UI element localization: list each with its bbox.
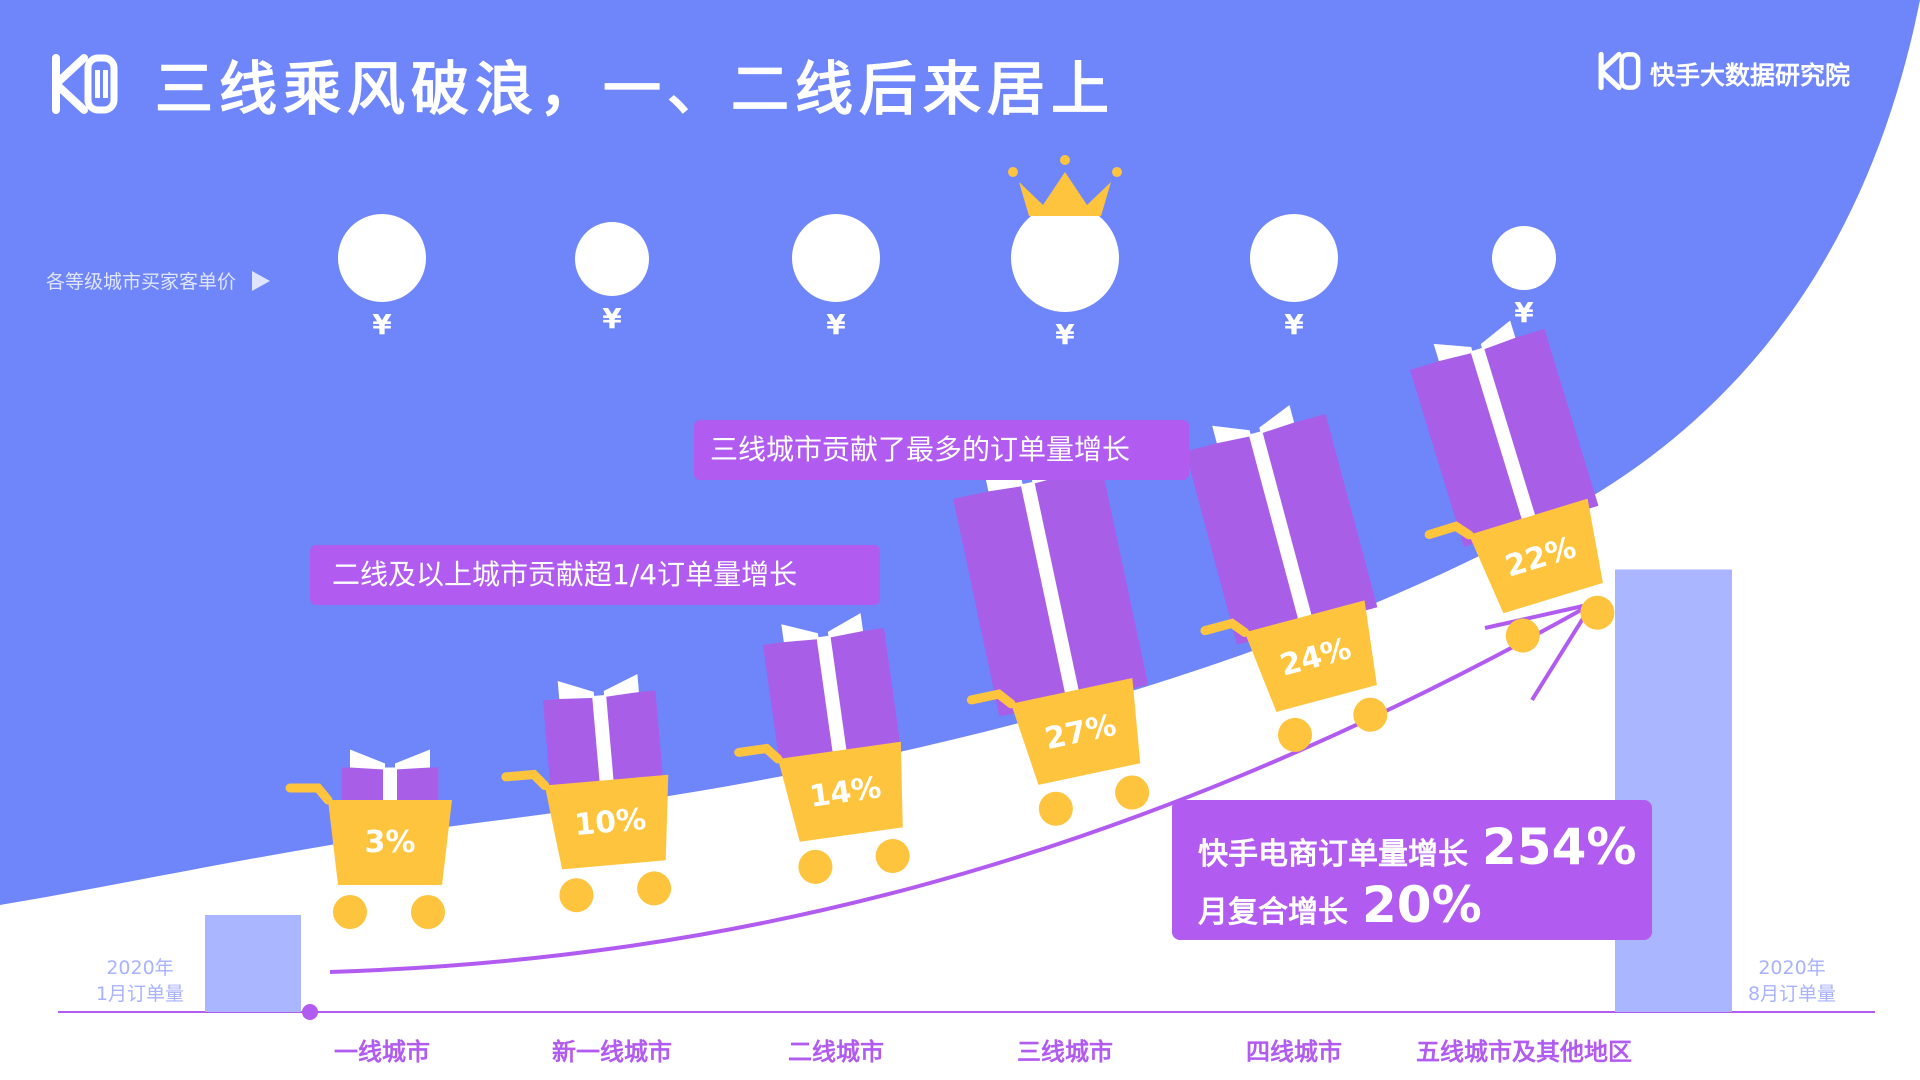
cart-wheel [333,895,367,929]
share-label: 10% [573,802,648,843]
cart-wheel [875,839,910,874]
callout-second-tier: 二线及以上城市贡献超1/4订单量增长 [310,545,880,605]
gift-ribbon [1470,347,1538,529]
end-bar-year: 2020年 [1758,957,1826,979]
price-balloon [1492,226,1556,290]
brand-name: 快手大数据研究院 [1650,61,1851,90]
monthly-label: 月复合增长 [1198,895,1348,930]
start-volume-bar [205,915,301,1012]
cart-wheel [798,849,833,884]
currency-symbol: ¥ [372,308,392,341]
cart-group: 22% [1409,320,1615,653]
gift-bow [1212,405,1295,444]
cart-handle [1424,521,1474,540]
cart-wheel [1505,618,1540,653]
gift-bow [350,749,430,770]
page-title: 三线乘风破浪，一、二线后来居上 [155,55,1116,123]
gift-ribbon [383,767,397,810]
cart-wheel [559,878,594,913]
currency-symbol: ¥ [1055,318,1075,351]
cart-handle [966,689,1016,709]
cart-basket [544,774,669,870]
crown-icon [1008,155,1122,216]
cart-basket [1244,600,1377,712]
category-label: 二线城市 [788,1038,884,1066]
cart-wheel [1277,717,1312,752]
currency-symbol: ¥ [826,308,846,341]
axis-start-dot [302,1004,318,1020]
end-bar-text: 8月订单量 [1747,983,1837,1005]
cart-handle [1200,618,1250,637]
play-arrow-icon [252,271,271,291]
gift-bow [781,613,864,643]
cart-group: 10% [501,674,672,913]
kuaishou-logo-icon [52,54,118,114]
gift-bow [984,457,1067,492]
category-label: 三线城市 [1017,1038,1113,1066]
currency-symbol: ¥ [602,302,622,335]
share-label: 3% [365,825,416,860]
monthly-value: 20% [1362,876,1482,934]
price-balloon [1250,214,1338,302]
price-balloon [792,214,880,302]
price-balloon [1011,204,1119,312]
cart-basket [1469,498,1603,614]
start-bar-text: 1月订单量 [95,983,185,1005]
category-label: 一线城市 [334,1038,430,1066]
gift-ribbon [816,635,848,762]
gift-bow [1433,320,1516,362]
growth-label: 快手电商订单量增长 [1198,837,1468,872]
cart-handle [501,769,550,791]
summary-growth: 快手电商订单量增长 254% [1198,818,1636,876]
currency-symbol: ¥ [1514,296,1534,329]
cart-wheel [1353,697,1388,732]
brand-logo-icon [1598,51,1641,91]
price-balloon [575,222,649,296]
cart-basket [778,741,903,842]
cart-wheel [1580,595,1615,630]
cart-group: 24% [1185,405,1388,752]
price-balloon [338,214,426,302]
end-volume-bar [1615,569,1732,1012]
end-bar-label: 2020年 8月订单量 [1734,955,1850,1007]
gift-bow [557,674,639,699]
cart-basket [1011,677,1141,785]
gift-ribbon [1248,431,1314,628]
start-bar-year: 2020年 [106,957,174,979]
category-label: 四线城市 [1246,1038,1342,1066]
callout-third-tier: 三线城市贡献了最多的订单量增长 [694,420,1189,480]
cart-wheel [637,871,672,906]
summary-monthly: 月复合增长 20% [1198,876,1482,934]
cart-group: 14% [734,613,910,884]
cart-basket [328,800,452,885]
cart-wheel [411,895,445,929]
summary-box [1172,800,1652,940]
currency-symbol: ¥ [1284,308,1304,341]
category-label: 新一线城市 [552,1038,672,1066]
growth-value: 254% [1482,818,1637,876]
gift-ribbon [592,694,615,791]
cart-group: 27% [953,457,1150,826]
cart-handle [734,743,783,764]
category-label: 五线城市及其他地区 [1416,1038,1632,1066]
gift-ribbon [1020,481,1081,703]
cart-group: 3% [285,749,452,929]
cart-wheel [1115,775,1150,810]
cart-handle [285,783,333,805]
start-bar-label: 2020年 1月订单量 [82,955,198,1007]
cart-wheel [1038,791,1073,826]
price-label: 各等级城市买家客单价 [46,267,271,294]
